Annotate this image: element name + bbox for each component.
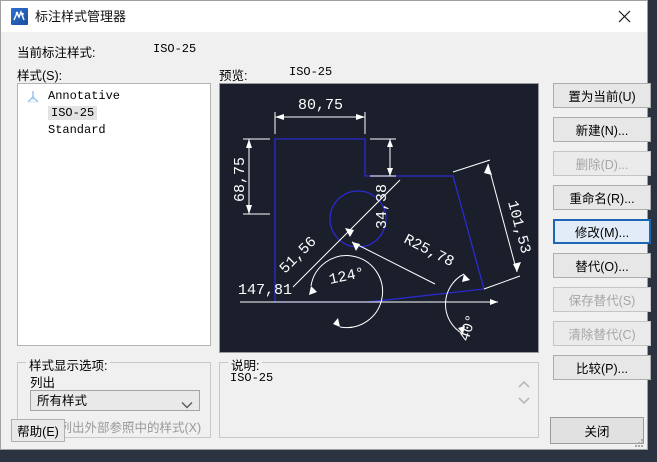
dim-text: 101,53 bbox=[503, 199, 533, 256]
dimstyle-icon bbox=[11, 8, 28, 25]
list-filter-dropdown[interactable]: 所有样式 bbox=[30, 390, 200, 411]
close-button[interactable]: 关闭 bbox=[550, 417, 644, 444]
list-item[interactable]: ISO-25 bbox=[18, 105, 210, 122]
modify-style-button[interactable]: 修改(M)... bbox=[553, 219, 651, 244]
window-title: 标注样式管理器 bbox=[35, 9, 127, 24]
dim-text: 147,81 bbox=[238, 282, 292, 299]
dim-text: 124° bbox=[328, 265, 367, 289]
styles-list-label: 样式(S): bbox=[17, 69, 63, 83]
compare-styles-button[interactable]: 比较(P)... bbox=[553, 355, 651, 380]
preview-drawing: 80,75 68,75 34,38 101,53 R25,78 51,56 14… bbox=[232, 97, 534, 344]
description-spinner[interactable] bbox=[516, 376, 532, 410]
dim-text: 68,75 bbox=[232, 157, 249, 202]
annotative-icon bbox=[26, 90, 40, 104]
dim-text: 51,56 bbox=[277, 234, 321, 278]
styles-list[interactable]: Annotative ISO-25 Standard bbox=[17, 83, 211, 346]
list-item-label: ISO-25 bbox=[48, 106, 98, 120]
description-group: 说明: ISO-25 bbox=[219, 355, 539, 438]
chevron-up-icon bbox=[518, 380, 530, 388]
dim-text: 34,38 bbox=[374, 184, 391, 229]
save-override-button: 保存替代(S) bbox=[553, 287, 651, 312]
description-title: 说明: bbox=[228, 355, 263, 374]
rename-style-button[interactable]: 重命名(R)... bbox=[553, 185, 651, 210]
preview-style-name: ISO-25 bbox=[289, 65, 333, 79]
style-display-options-group: 样式显示选项: 列出 所有样式 不列出外部参照中的样式(X) bbox=[17, 355, 211, 438]
list-filter-value: 所有样式 bbox=[37, 394, 88, 408]
dimension-style-preview: 80,75 68,75 34,38 101,53 R25,78 51,56 14… bbox=[219, 83, 539, 353]
current-style-label: 当前标注样式: bbox=[17, 46, 96, 60]
list-item[interactable]: Annotative bbox=[18, 88, 210, 105]
checkbox-label: 不列出外部参照中的样式(X) bbox=[47, 421, 202, 435]
preview-label: 预览: bbox=[219, 69, 248, 83]
delete-style-button: 删除(D)... bbox=[553, 151, 651, 176]
close-icon[interactable] bbox=[601, 1, 647, 32]
dimension-style-manager-dialog: 标注样式管理器 当前标注样式: ISO-25 样式(S): 预览: ISO-25 bbox=[0, 0, 651, 450]
description-text: ISO-25 bbox=[230, 371, 274, 385]
chevron-down-icon bbox=[181, 396, 193, 414]
dim-text: R25,78 bbox=[401, 231, 457, 271]
list-item-label: Annotative bbox=[48, 89, 121, 103]
dialog-body: 当前标注样式: ISO-25 样式(S): 预览: ISO-25 bbox=[1, 32, 651, 449]
override-style-button[interactable]: 替代(O)... bbox=[553, 253, 651, 278]
new-style-button[interactable]: 新建(N)... bbox=[553, 117, 651, 142]
style-display-options-title: 样式显示选项: bbox=[26, 355, 111, 374]
dim-text: 40° bbox=[457, 313, 482, 344]
title-bar: 标注样式管理器 bbox=[1, 1, 647, 32]
resize-grip[interactable] bbox=[633, 435, 644, 447]
set-current-button[interactable]: 置为当前(U) bbox=[553, 83, 651, 108]
help-button[interactable]: 帮助(E) bbox=[11, 419, 65, 442]
current-style-value: ISO-25 bbox=[153, 42, 197, 56]
clear-override-button: 清除替代(C) bbox=[553, 321, 651, 346]
chevron-down-icon bbox=[518, 397, 530, 405]
list-item[interactable]: Standard bbox=[18, 122, 210, 139]
list-item-label: Standard bbox=[48, 123, 106, 137]
dim-text: 80,75 bbox=[298, 97, 343, 114]
list-filter-label: 列出 bbox=[30, 376, 56, 390]
